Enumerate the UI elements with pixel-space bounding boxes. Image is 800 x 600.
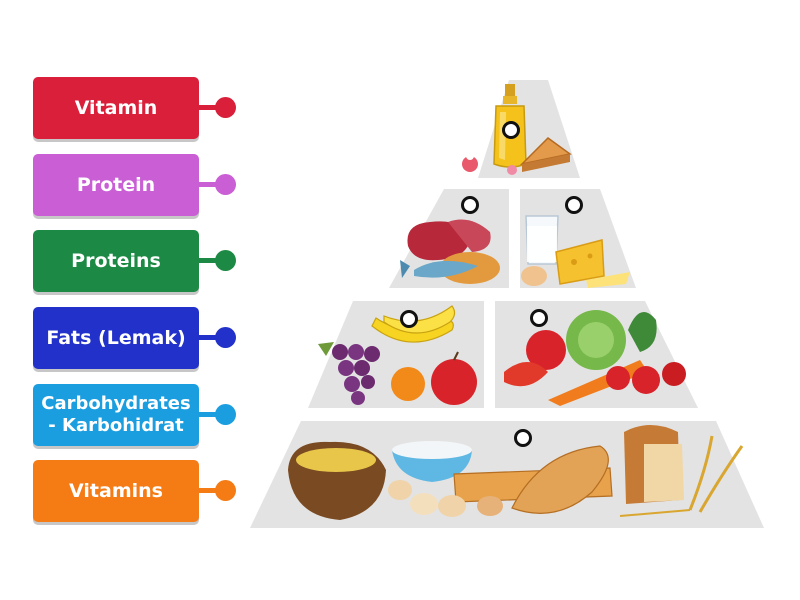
label-carbohydrates-text: Carbohydrates - Karbohidrat bbox=[41, 393, 191, 436]
label-protein-text: Protein bbox=[76, 174, 156, 196]
drop-zone-tier3-right[interactable] bbox=[530, 309, 548, 327]
drop-zone-tier2-right[interactable] bbox=[565, 196, 583, 214]
label-vitamins[interactable]: Vitamins bbox=[33, 460, 199, 522]
label-carbohydrates-connector bbox=[199, 412, 221, 417]
drop-zone-bottom[interactable] bbox=[514, 429, 532, 447]
label-vitamins-pin[interactable] bbox=[215, 480, 236, 501]
meat-fish-icon bbox=[400, 219, 500, 284]
grains-bread-icon bbox=[288, 425, 744, 520]
label-fats-text: Fats (Lemak) bbox=[46, 327, 186, 349]
label-protein[interactable]: Protein bbox=[33, 154, 199, 216]
label-proteins[interactable]: Proteins bbox=[33, 230, 199, 292]
grapes-icon bbox=[318, 342, 380, 405]
pie-slice-icon bbox=[519, 137, 572, 172]
label-vitamin-pin[interactable] bbox=[215, 97, 236, 118]
drop-zone-tier3-left[interactable] bbox=[400, 310, 418, 328]
label-carbohydrates-pin[interactable] bbox=[215, 404, 236, 425]
label-proteins-connector bbox=[199, 258, 221, 263]
fruits-icon bbox=[318, 305, 477, 405]
label-protein-pin[interactable] bbox=[215, 174, 236, 195]
label-fats-pin[interactable] bbox=[215, 327, 236, 348]
milk-cheese-icon bbox=[521, 215, 630, 288]
label-carbohydrates[interactable]: Carbohydrates - Karbohidrat bbox=[33, 384, 199, 446]
label-fats-connector bbox=[199, 335, 221, 340]
label-vitamin-connector bbox=[199, 105, 221, 110]
drop-zone-top[interactable] bbox=[502, 121, 520, 139]
label-vitamins-connector bbox=[199, 488, 221, 493]
candy-icon bbox=[462, 152, 517, 175]
label-vitamins-text: Vitamins bbox=[69, 480, 163, 502]
drop-zone-tier2-left[interactable] bbox=[461, 196, 479, 214]
label-proteins-pin[interactable] bbox=[215, 250, 236, 271]
label-proteins-text: Proteins bbox=[71, 250, 161, 272]
label-vitamin[interactable]: Vitamin bbox=[33, 77, 199, 139]
label-protein-connector bbox=[199, 182, 221, 187]
label-fats[interactable]: Fats (Lemak) bbox=[33, 307, 199, 369]
label-vitamin-text: Vitamin bbox=[74, 97, 158, 119]
vegetables-icon bbox=[504, 310, 686, 406]
